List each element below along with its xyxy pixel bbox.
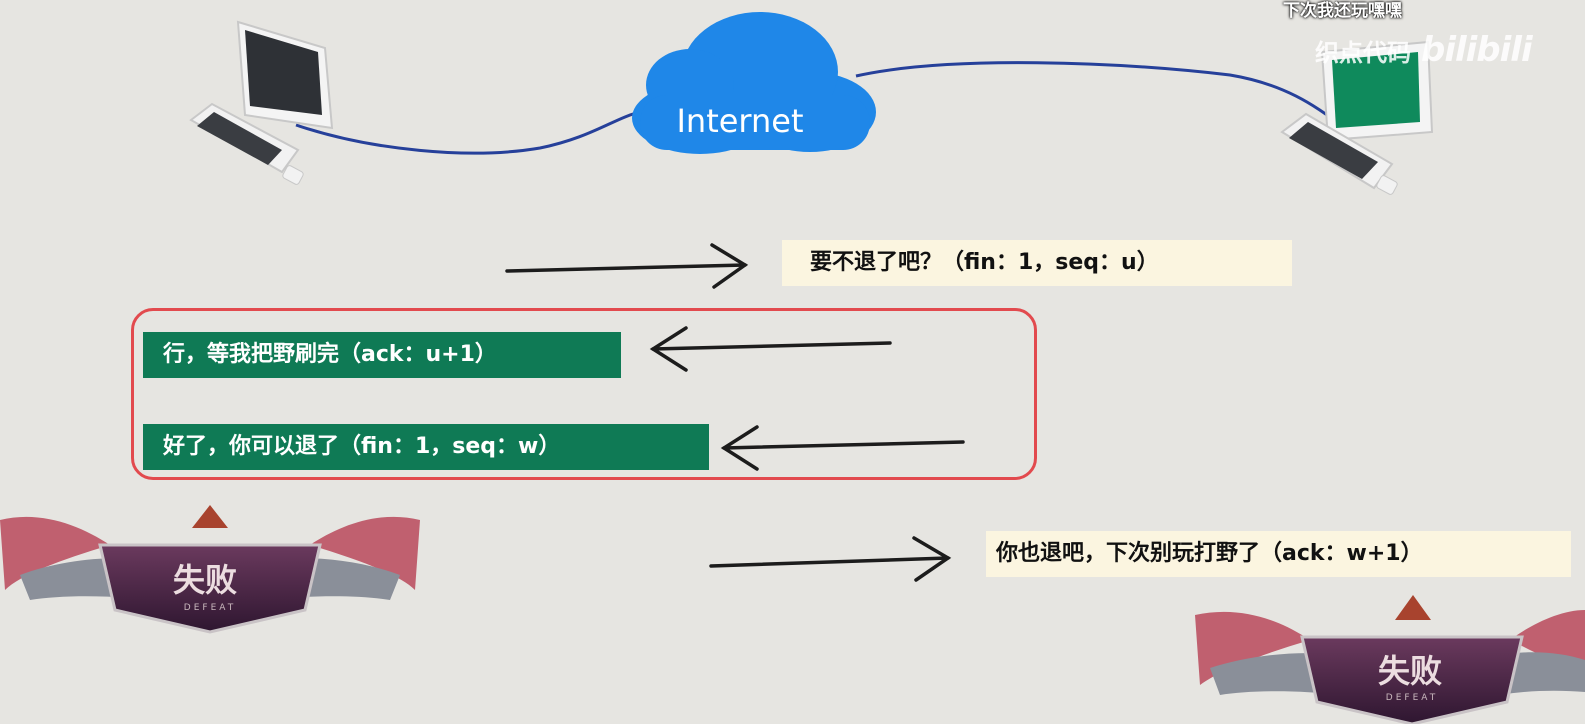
- cloud-label: Internet: [676, 102, 803, 140]
- arrow-right-4: [709, 536, 952, 582]
- arrow-left-3: [720, 425, 965, 471]
- watermark-text: 织点代码: [1315, 38, 1411, 67]
- video-caption: 下次我还玩嘿嘿: [1283, 1, 1402, 21]
- defeat-badge-left-subtitle: DEFEAT: [184, 603, 236, 613]
- defeat-badge-right: 失败 DEFEAT: [1195, 595, 1585, 724]
- highlight-box: [131, 308, 1037, 480]
- left-network-cable: [295, 110, 641, 155]
- message-fin-reply: 好了，你可以退了（fin：1，seq：w）: [143, 424, 709, 470]
- defeat-badge-left: 失败 DEFEAT: [0, 505, 420, 634]
- message-final-ack: 你也退吧，下次别玩打野了（ack：w+1）: [986, 531, 1571, 577]
- arrow-right-1: [505, 243, 749, 289]
- right-network-cable: [855, 61, 1346, 130]
- message-ack-reply: 行，等我把野刷完（ack：u+1）: [143, 332, 621, 378]
- left-computer-icon: [189, 20, 334, 185]
- defeat-badge-left-title: 失败: [173, 561, 237, 599]
- defeat-badge-right-title: 失败: [1378, 652, 1442, 690]
- internet-cloud-icon: [632, 12, 876, 154]
- right-computer-icon: [1280, 40, 1434, 195]
- bilibili-logo: bilibili: [1421, 30, 1533, 70]
- arrow-left-2: [649, 326, 892, 372]
- defeat-badge-right-subtitle: DEFEAT: [1386, 693, 1438, 703]
- message-fin-request: 要不退了吧？（fin：1，seq：u）: [782, 240, 1292, 286]
- watermark: 织点代码 bilibili: [1315, 30, 1533, 70]
